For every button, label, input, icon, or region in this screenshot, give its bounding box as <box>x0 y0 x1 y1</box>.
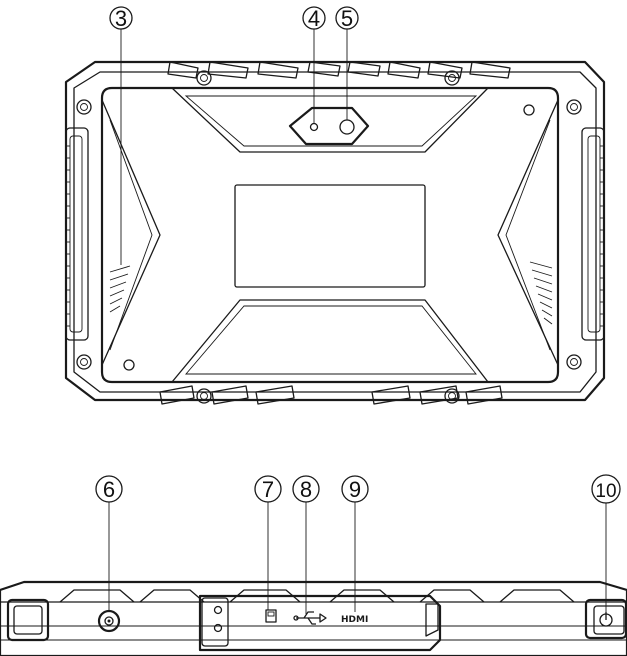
tablet-edge-view: HDMI <box>0 582 627 656</box>
callout-10: 10 <box>592 475 620 612</box>
hdmi-port: HDMI <box>341 615 368 625</box>
sd-card-port <box>266 610 276 622</box>
svg-text:4: 4 <box>308 6 320 31</box>
svg-text:10: 10 <box>595 481 616 502</box>
svg-text:3: 3 <box>115 6 127 31</box>
bumper-screws <box>77 71 581 403</box>
callout-9: 9 <box>342 476 368 612</box>
right-side-grip <box>582 128 604 340</box>
svg-text:8: 8 <box>300 477 312 502</box>
cover-screw-icon <box>215 607 222 614</box>
outer-bumper <box>66 62 604 400</box>
flash-icon <box>311 124 318 131</box>
back-panel <box>102 88 558 382</box>
edge-outline <box>0 582 627 656</box>
callout-8: 8 <box>293 476 319 614</box>
callout-3: 3 <box>110 6 132 265</box>
callout-6: 6 <box>96 476 122 612</box>
left-vent-lines <box>110 266 130 312</box>
svg-text:6: 6 <box>103 477 115 502</box>
camera-lens-icon <box>340 120 354 134</box>
callout-4: 4 <box>303 6 325 123</box>
tablet-back-view <box>66 62 604 404</box>
label-area <box>235 185 425 287</box>
inner-bumper <box>74 72 596 392</box>
bottom-emboss <box>172 300 488 382</box>
port-cover <box>200 596 440 650</box>
panel-hole <box>524 105 534 115</box>
left-side-grip <box>66 128 88 340</box>
top-emboss <box>172 88 488 152</box>
svg-text:5: 5 <box>341 6 353 31</box>
right-vent-lines <box>530 262 552 324</box>
camera-module <box>290 108 368 144</box>
panel-hole <box>124 360 134 370</box>
svg-text:9: 9 <box>349 477 361 502</box>
usb-icon <box>294 612 326 624</box>
svg-text:7: 7 <box>262 477 274 502</box>
svg-text:HDMI: HDMI <box>341 615 368 625</box>
dc-power-port <box>99 611 119 631</box>
